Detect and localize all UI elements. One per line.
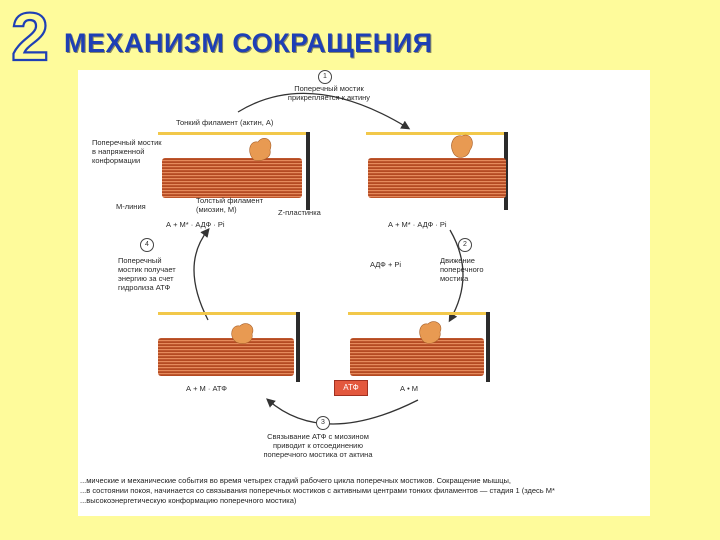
- actin-filament: [366, 132, 506, 135]
- state-top-right: [366, 132, 508, 210]
- myosin-head: [451, 134, 473, 158]
- myosin-head: [231, 323, 254, 344]
- z-line: [296, 312, 300, 382]
- cross-bridge-energy-label: Поперечный мостик получает энергию за сч…: [118, 256, 176, 292]
- step-marker-4: 4: [140, 238, 154, 252]
- myosin-filament: [162, 158, 302, 198]
- thin-filament-label: Тонкий филамент (актин, А): [176, 118, 274, 127]
- arrow-step-2: [448, 229, 464, 323]
- z-line: [306, 132, 310, 210]
- myosin-filament: [368, 158, 506, 198]
- atp-box: АТФ: [334, 380, 368, 396]
- arrow-step-4: [193, 227, 210, 321]
- state-bottom-left: [158, 312, 300, 382]
- state-top-left: [158, 132, 310, 210]
- state-bottom-right-label: А • М: [400, 384, 419, 393]
- caption-line: ...в состоянии покоя, начинается со связ…: [80, 486, 555, 495]
- myosin-head: [419, 321, 442, 344]
- slide-title: МЕХАНИЗМ СОКРАЩЕНИЯ: [64, 28, 433, 58]
- step-marker-2: 2: [458, 238, 472, 252]
- adp-release-label: АДФ + Рi: [370, 260, 402, 269]
- cycle-diagram: [158, 92, 508, 425]
- diagram-panel: 1 2 3 4 Поперечный мостик прикрепляется …: [78, 70, 650, 516]
- myosin-head: [249, 138, 272, 161]
- thick-filament-label: Толстый филамент (миозин, М): [196, 196, 264, 214]
- atp-binding-label: Связывание АТФ с миозином приводит к отс…: [263, 432, 373, 459]
- slide-number: 2: [10, 2, 50, 66]
- caption-line: ...высокоэнергетическую конформацию попе…: [80, 496, 297, 505]
- actin-filament: [348, 312, 488, 315]
- actin-filament: [158, 132, 308, 135]
- bridge-movement-label: Движение поперечного мостика: [440, 256, 484, 283]
- z-line: [486, 312, 490, 382]
- state-top-right-label: А + М* · АДФ · Рi: [388, 220, 447, 229]
- state-bottom-left-label: А + М · АТФ: [186, 384, 227, 393]
- step-marker-1: 1: [318, 70, 332, 84]
- state-top-left-label: А + М* · АДФ · Рi: [166, 220, 225, 229]
- arrow-step-1: [237, 92, 411, 130]
- actin-filament: [158, 312, 298, 315]
- top-arrow-text: Поперечный мостик прикрепляется к актину: [287, 84, 371, 102]
- myosin-filament: [158, 338, 294, 376]
- cross-bridge-tense-label: Поперечный мостик в напряженной конформа…: [92, 138, 162, 165]
- arrow-step-3: [266, 398, 419, 425]
- figure-caption: ...мические и механические события во вр…: [80, 476, 646, 506]
- caption-line: ...мические и механические события во вр…: [80, 476, 511, 485]
- step-marker-3: 3: [316, 416, 330, 430]
- z-line-label: Z-пластинка: [278, 208, 321, 217]
- state-bottom-right: [348, 312, 490, 382]
- slide-number-text: 2: [11, 2, 49, 66]
- myosin-filament: [350, 338, 484, 376]
- m-line-label: М-линия: [116, 202, 146, 211]
